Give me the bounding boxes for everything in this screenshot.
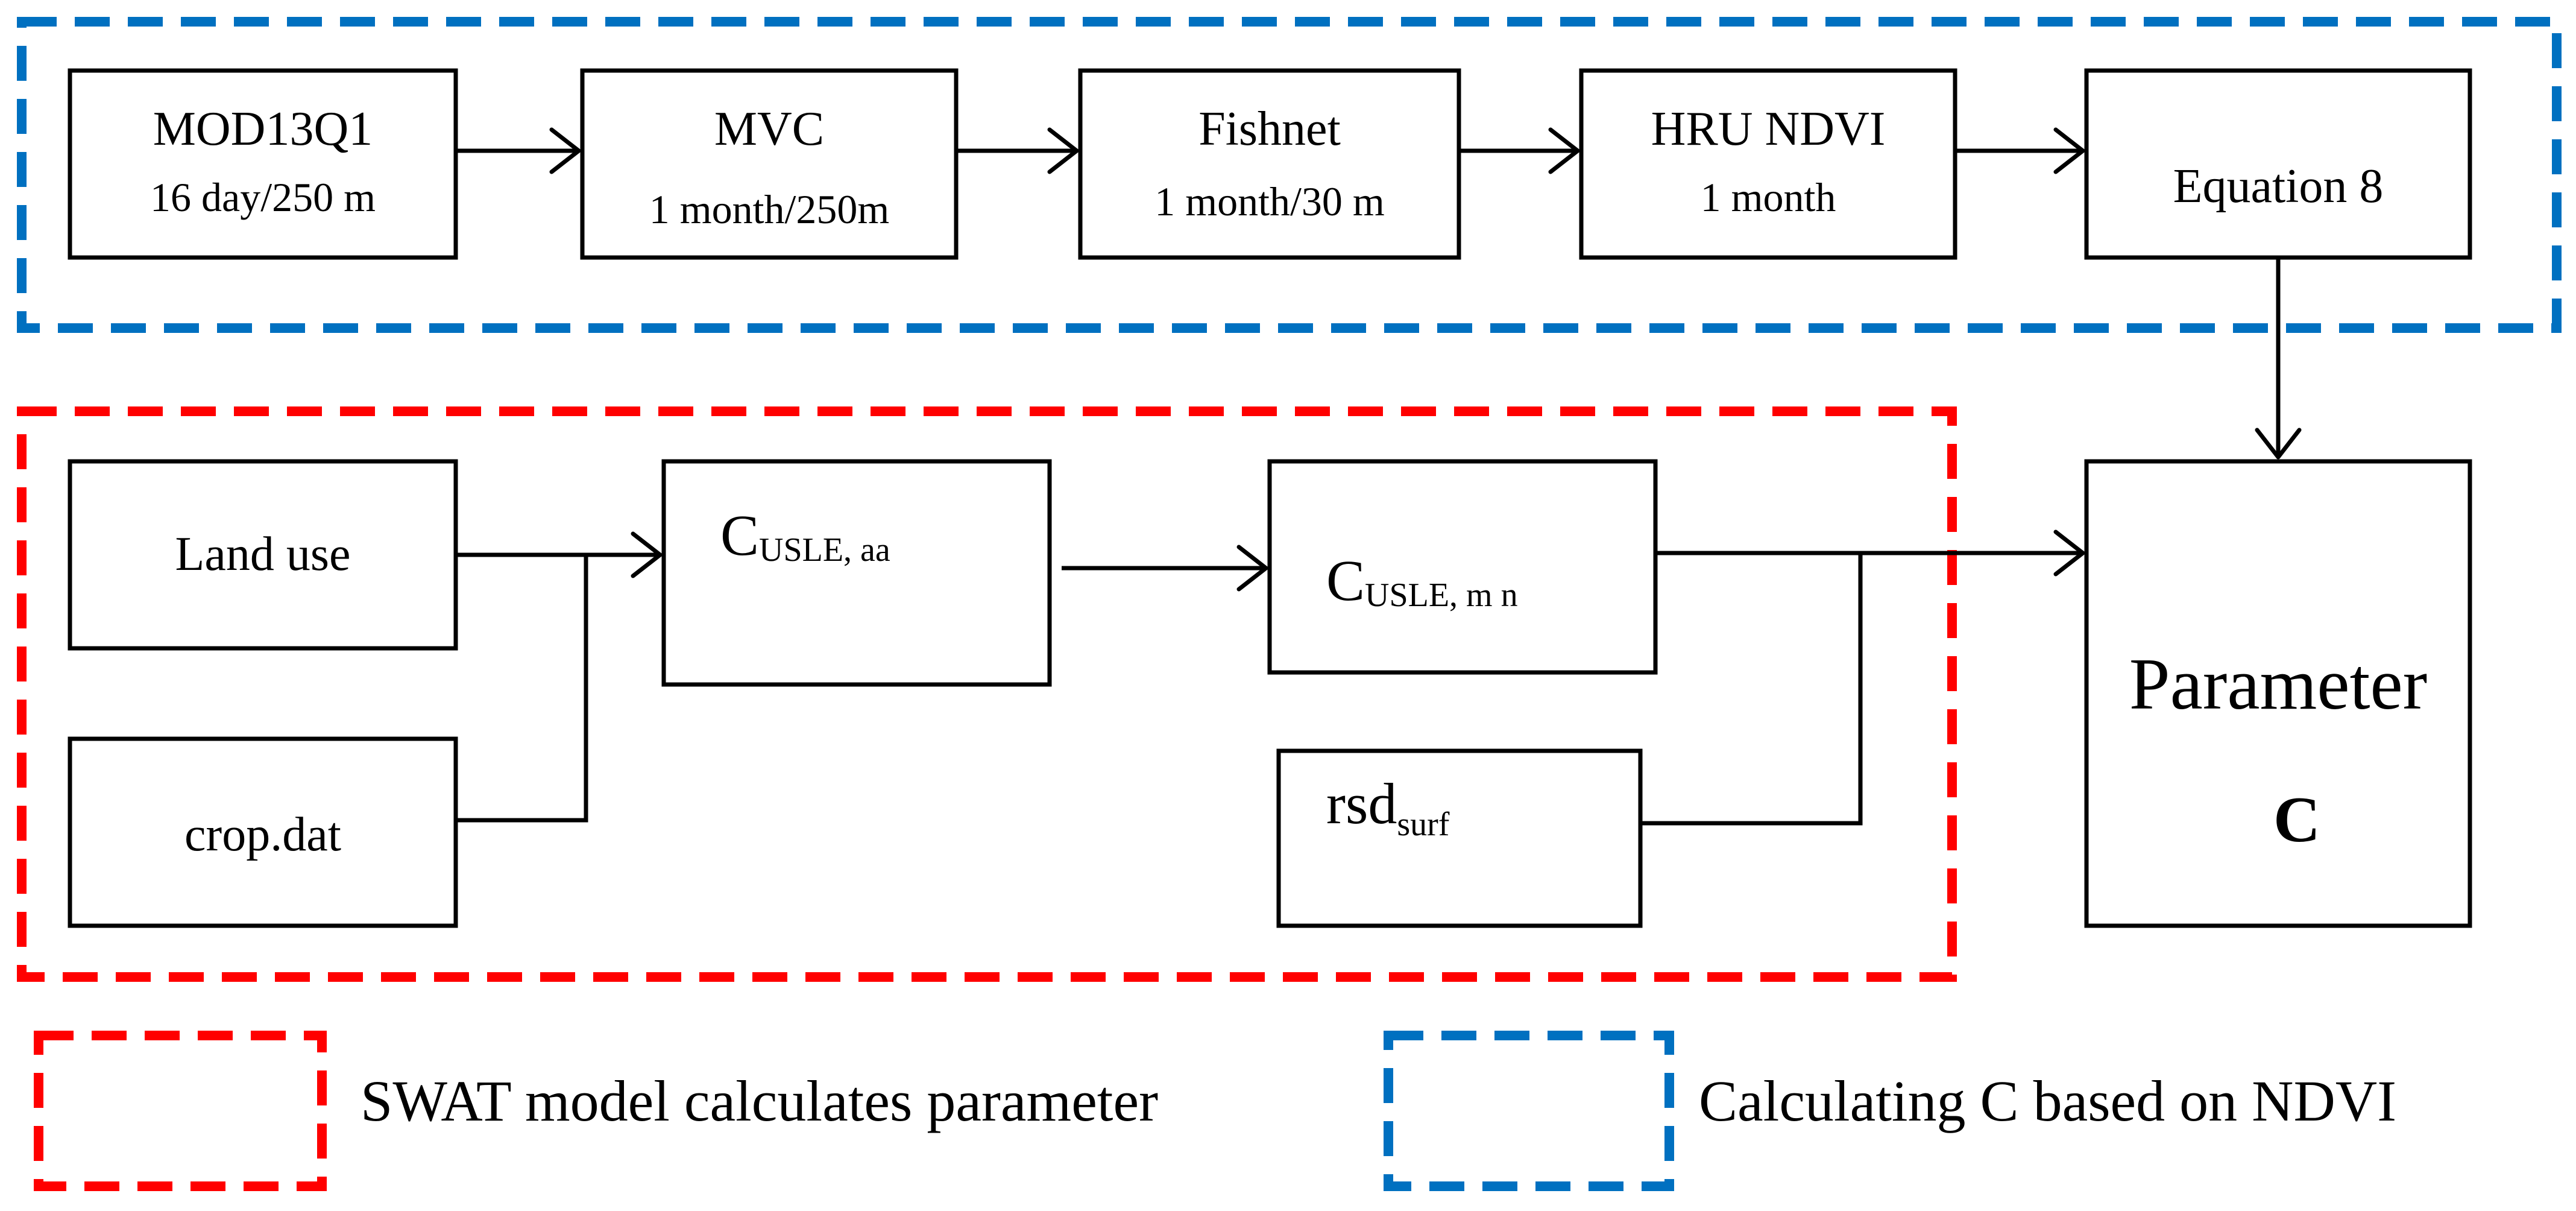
mvc-box: MVC 1 month/250m xyxy=(580,68,959,260)
top-row-arrows xyxy=(456,127,2085,174)
legend-swat-swatch xyxy=(34,1031,327,1191)
swat-group-outline xyxy=(17,406,1957,982)
legend-ndvi-label: Calculating C based on NDVI xyxy=(1699,1069,2396,1133)
parameter-title: Parameter xyxy=(2129,643,2428,725)
cusle-aa-label: CUSLE, aa xyxy=(720,503,890,569)
hru-ndvi-subtitle: 1 month xyxy=(1701,174,1836,220)
rsd-surf-label: rsdsurf xyxy=(1326,771,1450,843)
land-use-box: Land use xyxy=(68,459,458,651)
swat-connectors xyxy=(456,530,2085,826)
fishnet-box: Fishnet 1 month/30 m xyxy=(1078,68,1461,260)
crop-dat-label: crop.dat xyxy=(184,808,341,861)
legend-ndvi-swatch xyxy=(1384,1031,1674,1191)
land-use-label: Land use xyxy=(175,528,350,581)
cusle-aa-box: CUSLE, aa xyxy=(661,459,1052,687)
ndvi-group-outline xyxy=(17,17,2562,333)
fishnet-title: Fishnet xyxy=(1198,103,1341,156)
mod13q1-subtitle: 16 day/250 m xyxy=(150,174,376,220)
parameter-symbol: C xyxy=(2273,784,2320,856)
crop-dat-box: crop.dat xyxy=(68,736,458,928)
mod13q1-title: MOD13Q1 xyxy=(153,103,373,156)
fishnet-subtitle: 1 month/30 m xyxy=(1154,179,1385,224)
mvc-subtitle: 1 month/250m xyxy=(649,186,890,232)
mvc-title: MVC xyxy=(714,103,824,156)
equation-title: Equation 8 xyxy=(2173,160,2384,213)
legend: SWAT model calculates parameter Calculat… xyxy=(34,1031,2396,1191)
mod13q1-box: MOD13Q1 16 day/250 m xyxy=(68,68,458,260)
equation-to-parameter-arrow xyxy=(2255,258,2302,460)
cusle-mn-label: CUSLE, m n xyxy=(1326,548,1518,614)
rsd-surf-box: rsdsurf xyxy=(1276,748,1643,928)
cusle-mn-box: CUSLE, m n xyxy=(1267,459,1658,675)
parameter-c-box: Parameter C xyxy=(2084,459,2472,928)
hru-ndvi-box: HRU NDVI 1 month xyxy=(1579,68,1957,260)
equation-box: Equation 8 xyxy=(2084,68,2472,260)
legend-swat-label: SWAT model calculates parameter xyxy=(361,1069,1158,1133)
hru-ndvi-title: HRU NDVI xyxy=(1651,103,1886,156)
